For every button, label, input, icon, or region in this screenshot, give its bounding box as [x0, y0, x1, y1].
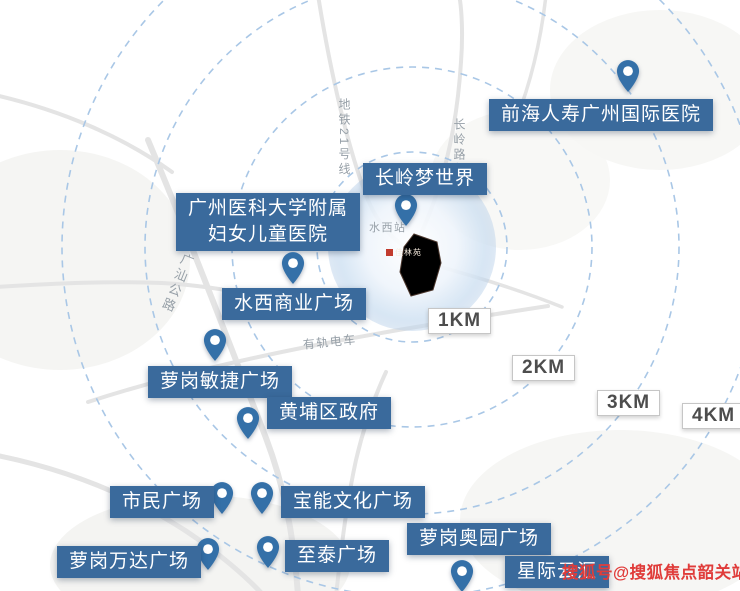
- map-road-label: 水西站: [369, 222, 407, 234]
- map-pin-icon: [195, 537, 221, 571]
- poi-label-text: 水西商业广场: [234, 293, 355, 314]
- poi-label: 星际云汇: [505, 556, 610, 588]
- map-pin-icon: [615, 59, 641, 93]
- road: [0, 453, 263, 591]
- poi-label: 市民广场: [110, 486, 215, 518]
- map-pin-icon: [393, 193, 419, 227]
- poi-label: 至泰广场: [285, 540, 390, 572]
- poi-label-text: 宝能文化广场: [293, 491, 414, 512]
- distance-ring: [316, 151, 508, 343]
- poi-label: 宝能文化广场: [281, 486, 426, 518]
- poi-label: 前海人寿广州国际医院: [489, 99, 714, 131]
- map-road-label: 长岭路: [452, 118, 466, 163]
- poi-label: 水西商业广场: [222, 288, 367, 320]
- map-pin-icon: [255, 535, 281, 569]
- distance-label-4km: 4KM: [682, 403, 740, 429]
- poi-label-text: 星际云汇: [517, 561, 598, 582]
- property-name: 佳林苑: [386, 248, 422, 257]
- poi-label-text: 长岭梦世界: [375, 168, 476, 189]
- distance-label-3km: 3KM: [597, 390, 661, 416]
- poi-label-text: 黄埔区政府: [279, 402, 380, 423]
- poi-label: 萝岗万达广场: [57, 546, 202, 578]
- map-pin-icon: [235, 406, 261, 440]
- distance-label-2km: 2KM: [512, 355, 576, 381]
- poi-label-text: 萝岗奥园广场: [419, 528, 540, 549]
- map-pin-icon: [449, 559, 475, 591]
- map-pin-icon: [249, 481, 275, 515]
- poi-label: 长岭梦世界: [363, 163, 488, 195]
- poi-label-text: 萝岗万达广场: [69, 551, 190, 572]
- map-pin-icon: [202, 328, 228, 362]
- map-pin-icon: [280, 251, 306, 285]
- map-road-label: 有轨电车: [302, 332, 358, 352]
- poi-label-text: 前海人寿广州国际医院: [501, 104, 702, 125]
- poi-label: 黄埔区政府: [267, 397, 392, 429]
- map-road-label: 地铁21号线: [337, 98, 351, 178]
- distance-label-1km: 1KM: [428, 308, 492, 334]
- poi-label-text: 至泰广场: [297, 545, 378, 566]
- map-pin-icon: [209, 481, 235, 515]
- road: [0, 94, 174, 174]
- poi-label-text: 妇女儿童医院: [208, 224, 329, 245]
- poi-label-text: 市民广场: [122, 491, 203, 512]
- sohu-watermark: 搜狐号@搜狐焦点韶关站: [562, 564, 740, 582]
- poi-label-text: 萝岗敏捷广场: [160, 371, 281, 392]
- poi-label: 萝岗奥园广场: [407, 523, 552, 555]
- map-road-label: 广汕公路: [157, 250, 196, 316]
- poi-label: 萝岗敏捷广场: [148, 366, 293, 398]
- poi-label: 广州医科大学附属妇女儿童医院: [176, 193, 361, 251]
- poi-label-text: 广州医科大学附属: [188, 198, 349, 219]
